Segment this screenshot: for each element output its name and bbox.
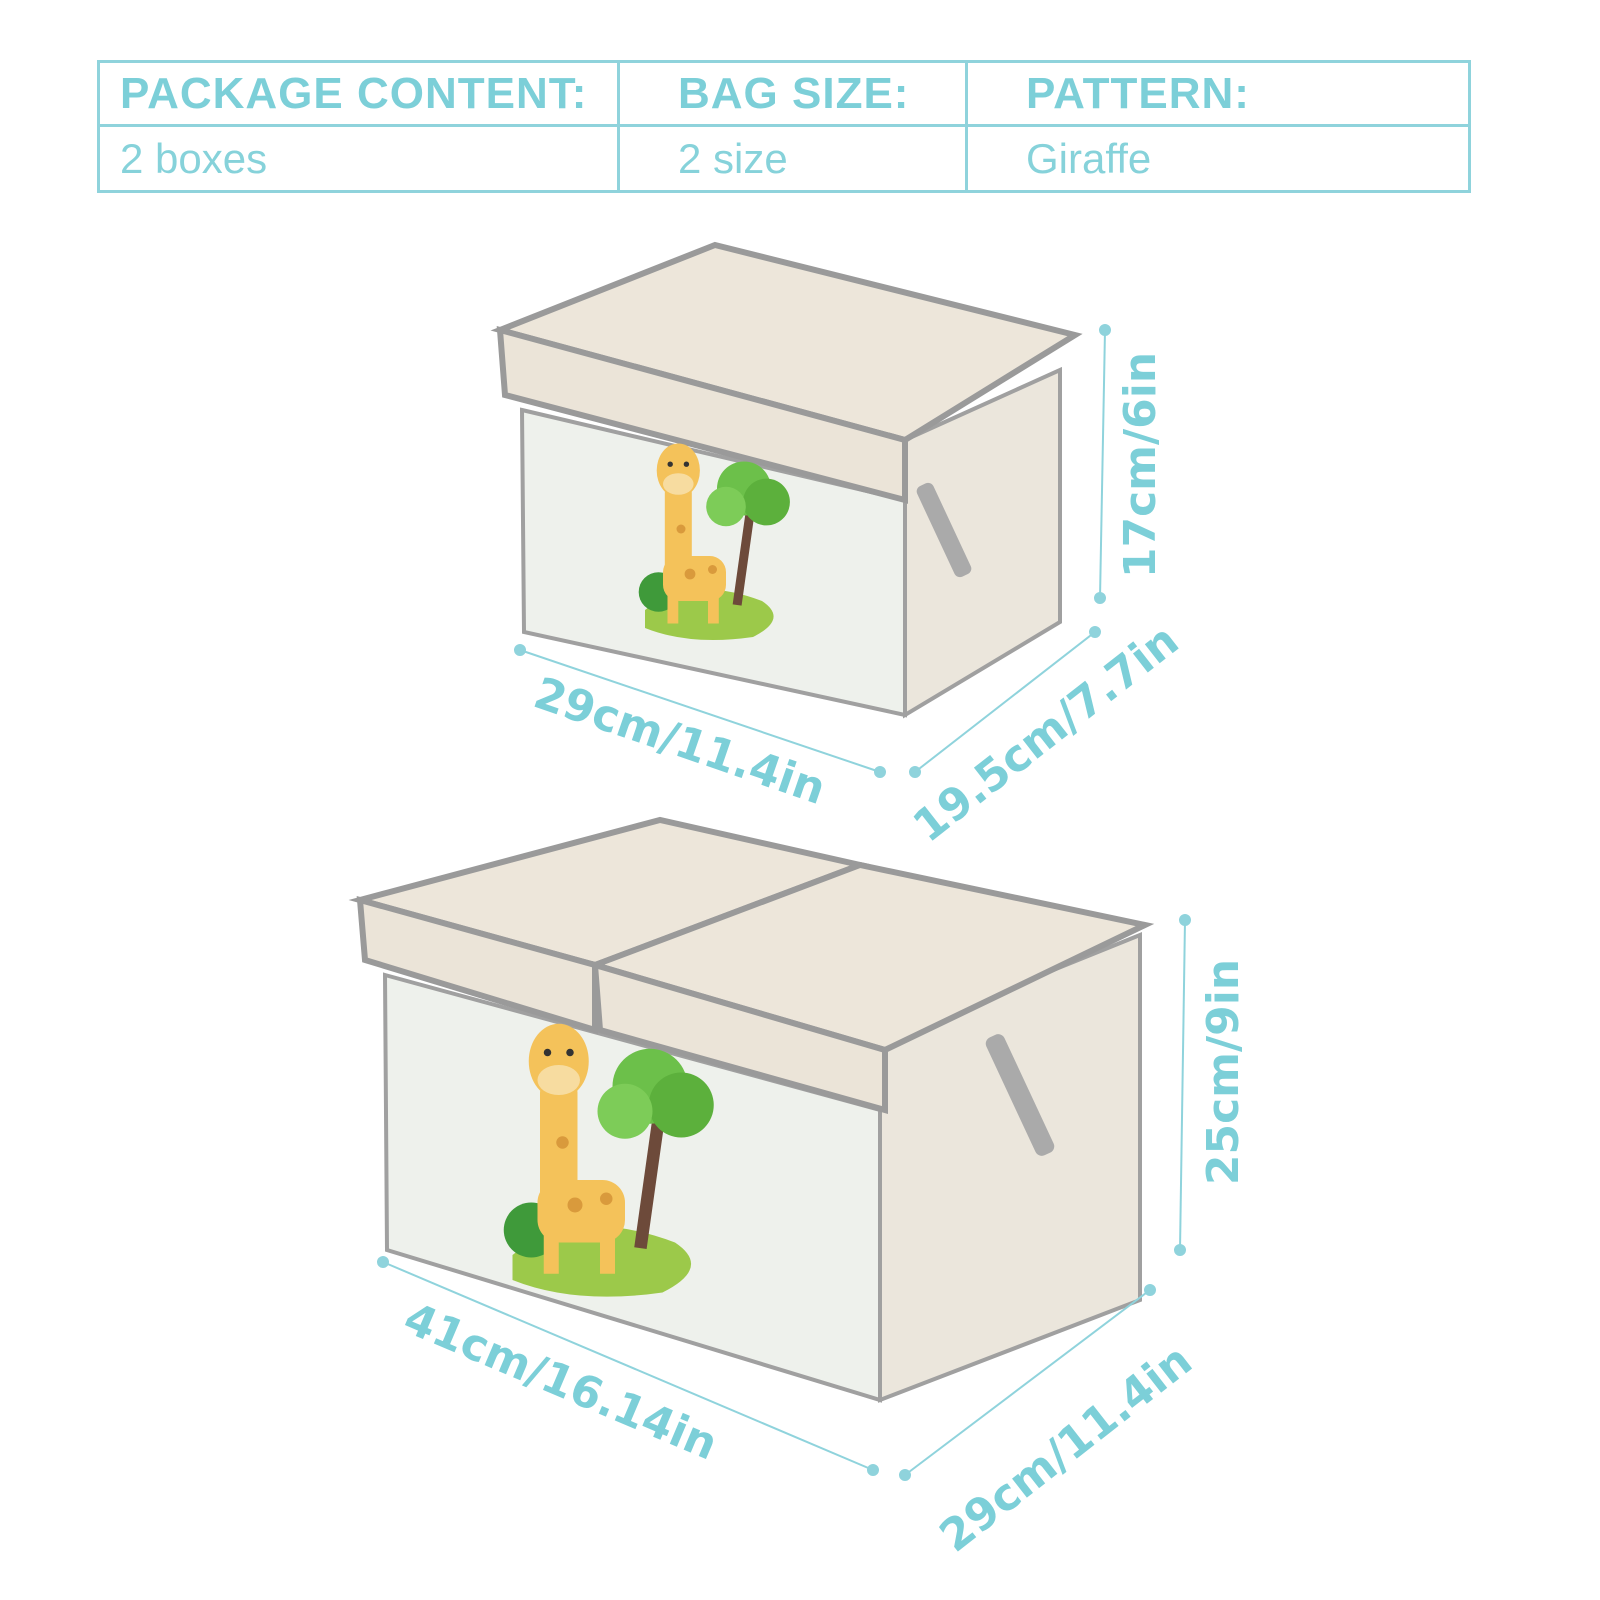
large-height-label: 25cm/9in bbox=[1198, 959, 1249, 1185]
large-depth-label: 29cm/11.4in bbox=[931, 1335, 1202, 1562]
small-height-label: 17cm/6in bbox=[1115, 352, 1166, 578]
spec-table: PACKAGE CONTENT: BAG SIZE: PATTERN: 2 bo… bbox=[97, 60, 1471, 193]
value-package-content: 2 boxes bbox=[100, 127, 620, 190]
value-bag-size: 2 size bbox=[620, 127, 968, 190]
header-bag-size: BAG SIZE: bbox=[620, 63, 968, 127]
dimension-lines bbox=[377, 324, 1191, 1481]
large-box bbox=[348, 816, 1155, 1403]
header-package-content: PACKAGE CONTENT: bbox=[100, 63, 620, 127]
header-pattern: PATTERN: bbox=[968, 63, 1468, 127]
small-box bbox=[490, 241, 1083, 719]
value-pattern: Giraffe bbox=[1026, 134, 1152, 182]
